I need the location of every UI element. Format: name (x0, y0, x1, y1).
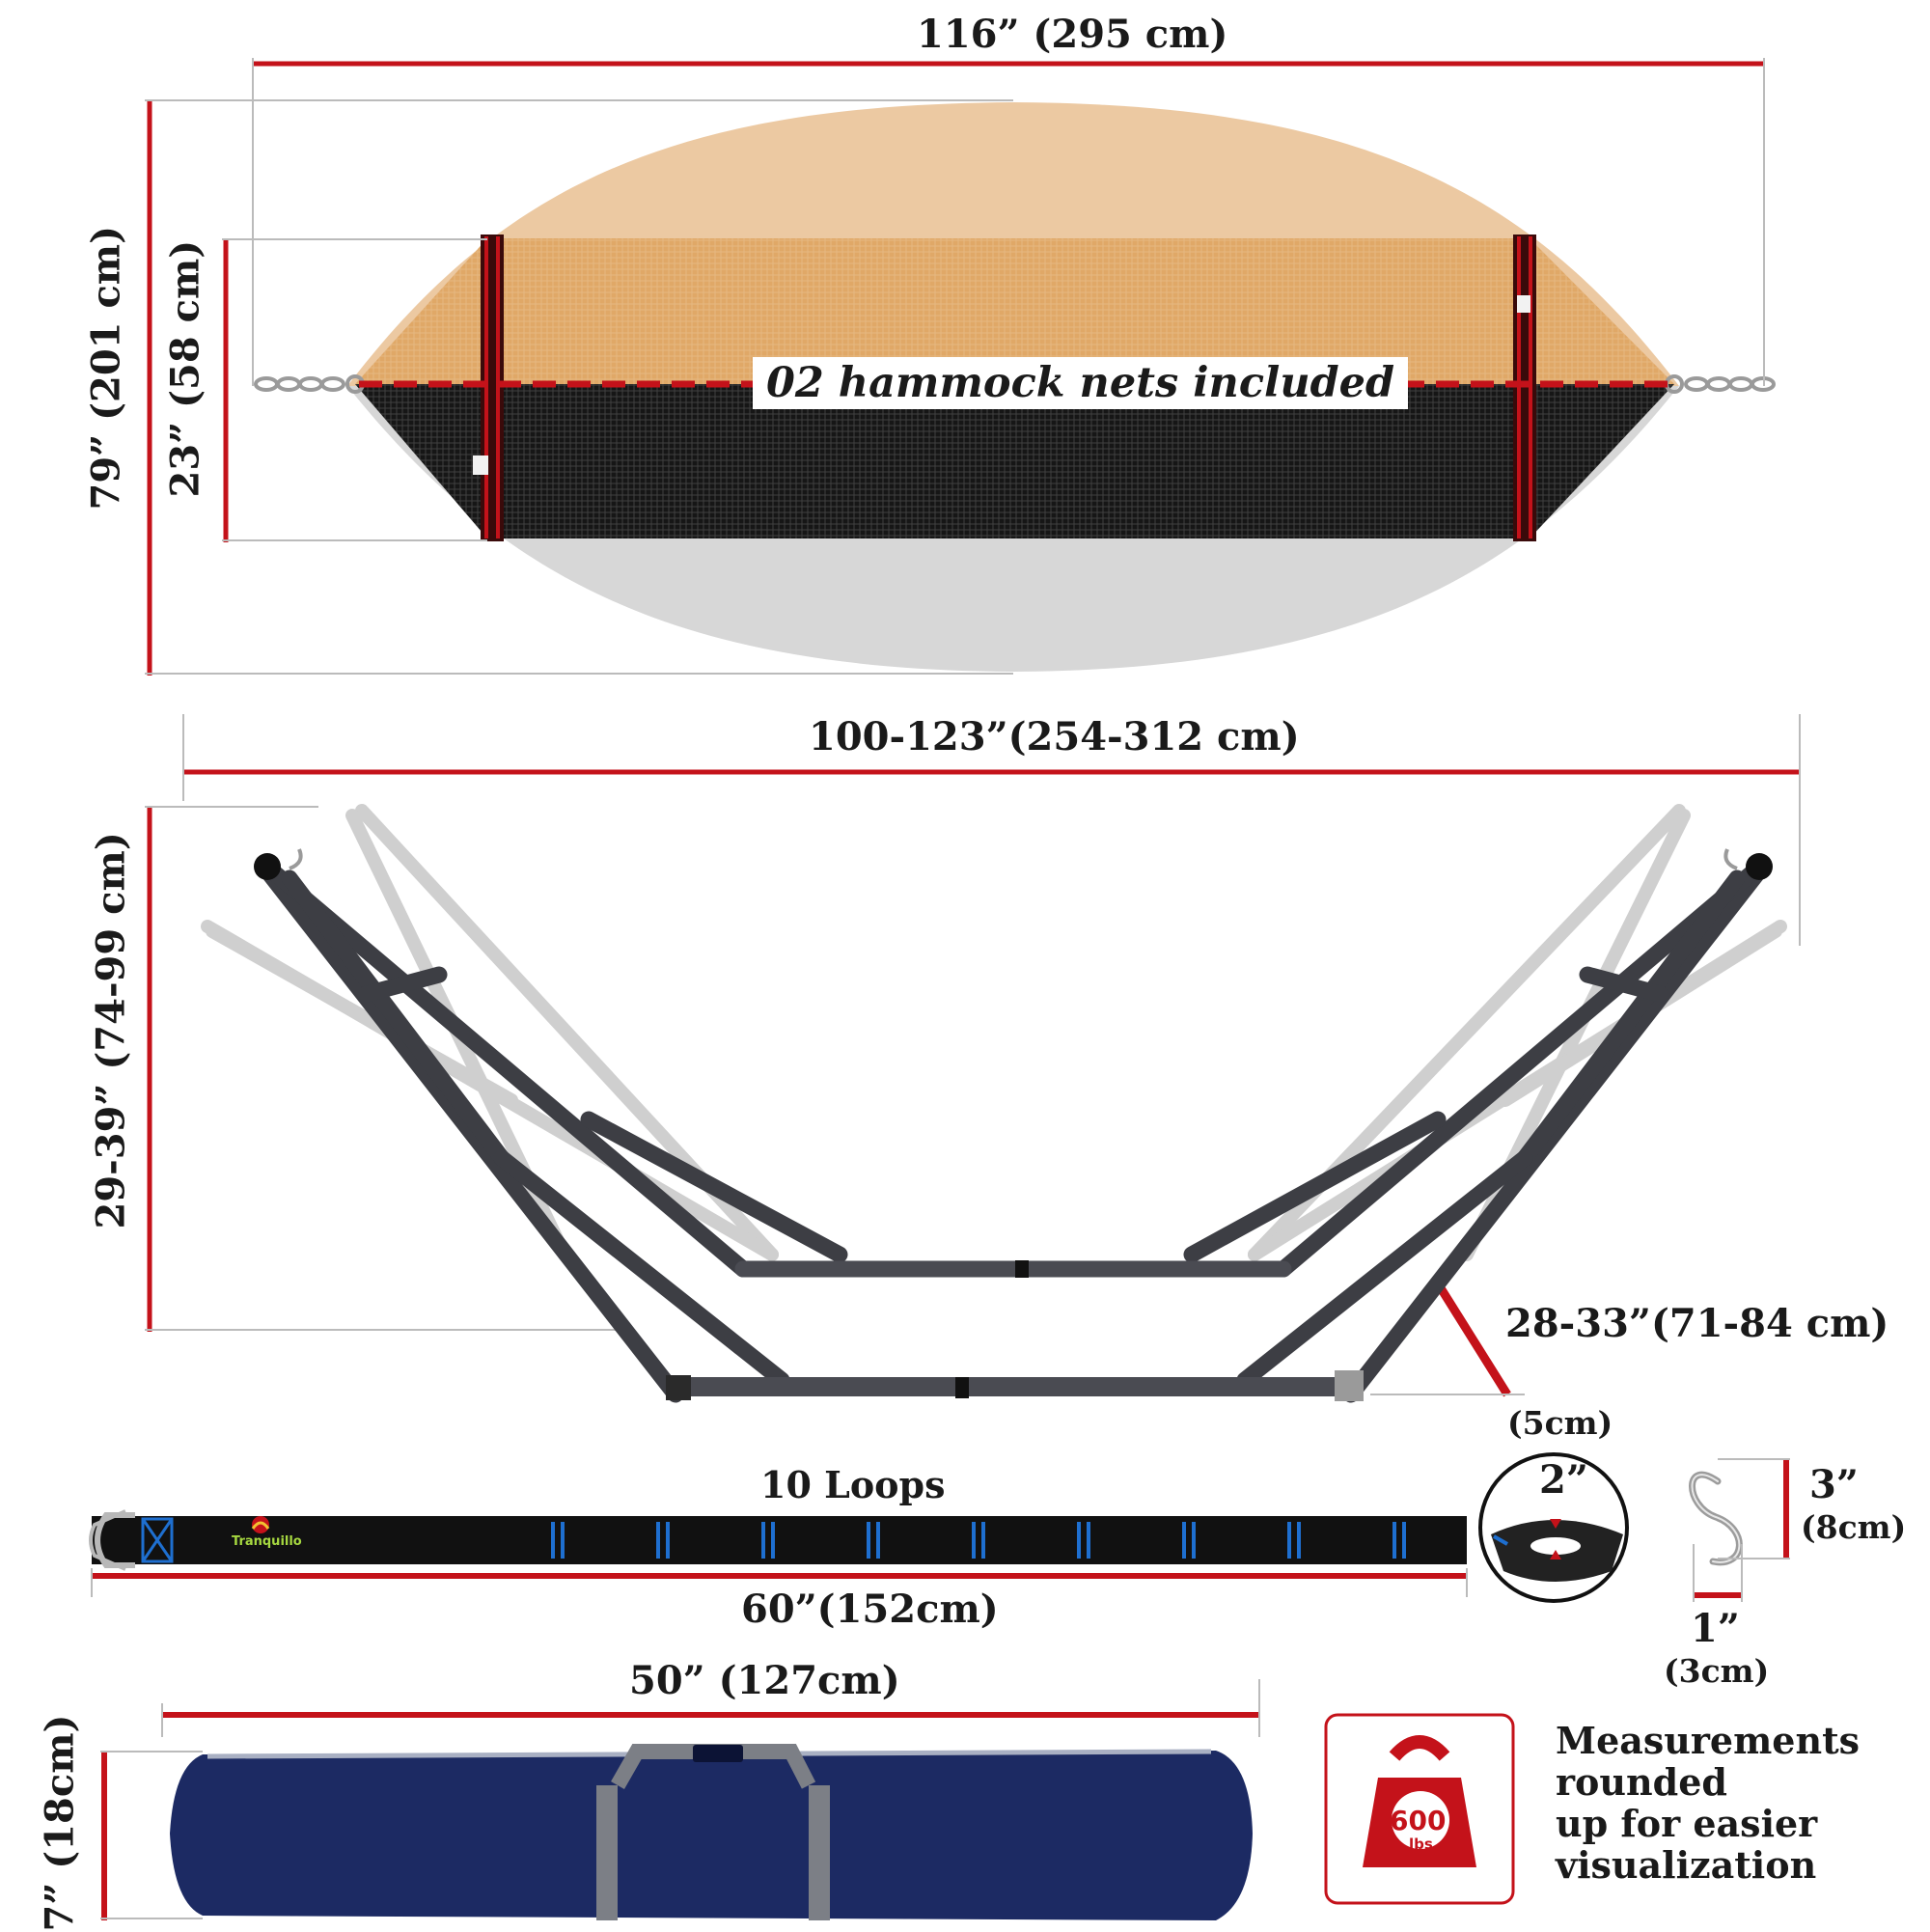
hammock-spreader-right (1513, 235, 1536, 541)
stand-height-label: 29-39” (74-99 cm) (88, 832, 134, 1229)
strap-body (92, 1516, 1467, 1564)
hammock-chain-left-icon (254, 374, 365, 394)
strap-illustration (89, 1509, 1467, 1571)
stand-dimension-lines (145, 714, 1801, 1397)
strap-brand-label: Tranquillo (232, 1534, 302, 1549)
stand-hook-left-icon (254, 848, 303, 880)
hook-height-in-label: 3” (1809, 1462, 1859, 1507)
strap-d-ring-icon (89, 1509, 135, 1571)
stand-frame-right (1183, 860, 1770, 1403)
hammock-chain-right-icon (1665, 374, 1776, 394)
hammock-spreader-left (481, 235, 504, 541)
stand-hook-right-icon (1723, 848, 1773, 880)
hammock-bed-width-label: 23” (58 cm) (162, 239, 208, 498)
capacity-unit: lbs (1409, 1835, 1433, 1853)
tranquillo-logo-icon (251, 1516, 270, 1533)
bag-strap-left (596, 1785, 618, 1920)
hammock-illustration (254, 102, 1776, 672)
s-hook-icon (1689, 1471, 1743, 1566)
strap-loops-label: 10 Loops (760, 1463, 946, 1506)
hammock-tag-left (473, 455, 488, 475)
carry-bag-illustration (170, 1744, 1253, 1920)
hook-width-in-label: 1” (1691, 1606, 1740, 1651)
bag-strap-right (809, 1785, 830, 1920)
capacity-value: 600 (1390, 1805, 1447, 1836)
stand-ghost-frames (201, 804, 1787, 1261)
hammock-total-width-label: 79” (201 cm) (83, 225, 129, 511)
hook-width-cm-label: (3cm) (1664, 1652, 1770, 1690)
note-line-4: visualization (1556, 1843, 1817, 1887)
weight-capacity-badge (1324, 1713, 1515, 1905)
measurements-note: Measurements rounded up for easier visua… (1556, 1720, 1860, 1886)
hammock-length-label: 116” (295 cm) (917, 12, 1228, 57)
strap-loops (551, 1522, 1406, 1559)
stand-illustration (201, 804, 1787, 1403)
note-line-2: rounded (1556, 1760, 1727, 1804)
strap-length-label: 60”(152cm) (741, 1587, 999, 1632)
bag-body (170, 1751, 1253, 1920)
bag-height-label: 7” (18cm) (37, 1714, 83, 1932)
hook-height-cm-label: (8cm) (1801, 1508, 1907, 1546)
hammock-nets-banner: 02 hammock nets included (753, 357, 1409, 409)
hammock-tag-right (1517, 295, 1530, 313)
stand-length-label: 100-123”(254-312 cm) (809, 714, 1300, 759)
strap-end-stitch (141, 1517, 174, 1563)
hammock-dimension-lines (145, 58, 1765, 676)
note-line-1: Measurements (1556, 1719, 1861, 1762)
kettlebell-weight-icon (1363, 1735, 1476, 1867)
strap-width-detail (1478, 1452, 1629, 1603)
strap-width-cm-label: (5cm) (1507, 1404, 1613, 1442)
note-line-3: up for easier (1556, 1802, 1818, 1845)
strap-width-in-label: 2” (1539, 1457, 1588, 1503)
stand-frame-left (257, 860, 848, 1403)
stand-depth-label: 28-33”(71-84 cm) (1505, 1301, 1889, 1346)
bag-length-label: 50” (127cm) (629, 1658, 900, 1703)
